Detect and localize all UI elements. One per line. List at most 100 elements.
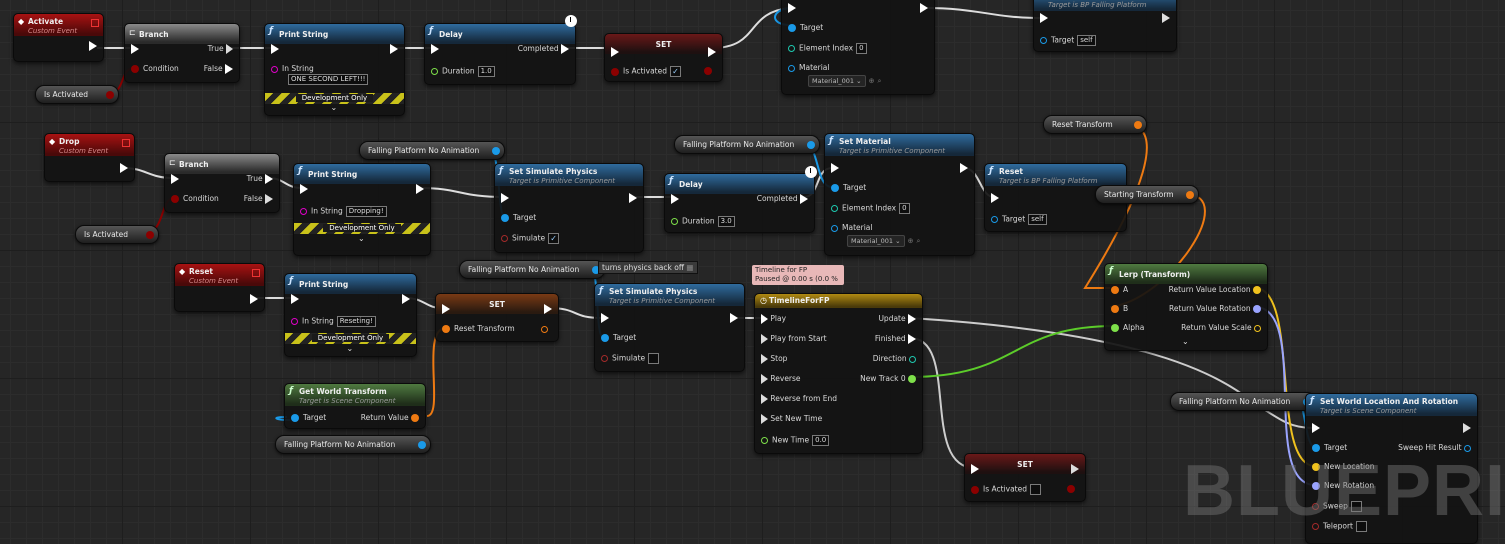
int-pin[interactable] xyxy=(788,45,795,52)
reset-icon[interactable]: ⊕ xyxy=(868,77,875,85)
exec-in-pin[interactable] xyxy=(171,174,179,184)
teleport-pin[interactable] xyxy=(1312,523,1319,530)
exec-out-pin[interactable] xyxy=(120,163,128,173)
object-pin[interactable] xyxy=(418,440,426,449)
reverse-from-end-pin[interactable] xyxy=(761,394,768,404)
target-input[interactable]: self xyxy=(1028,214,1047,225)
in-string-input[interactable]: Reseting! xyxy=(336,316,376,327)
exec-false-pin[interactable] xyxy=(225,64,233,74)
reverse-pin[interactable] xyxy=(761,374,768,384)
exec-in-pin[interactable] xyxy=(300,184,308,194)
sweep-hit-pin[interactable] xyxy=(1464,444,1471,452)
condition-pin[interactable] xyxy=(131,65,139,73)
new-time-input[interactable]: 0.0 xyxy=(812,435,830,446)
string-pin[interactable] xyxy=(300,208,307,215)
material-dropdown[interactable]: Material_001 ⌄ xyxy=(847,235,905,247)
exec-out-pin[interactable] xyxy=(1162,13,1170,23)
condition-pin[interactable] xyxy=(171,195,179,203)
string-pin[interactable] xyxy=(271,65,278,73)
string-pin[interactable] xyxy=(291,318,298,325)
stop-pin[interactable] xyxy=(761,354,768,364)
chevron-down-icon[interactable]: ⌄ xyxy=(330,103,338,112)
exec-in-pin[interactable] xyxy=(442,304,450,314)
bool-pin[interactable] xyxy=(611,67,619,76)
new-track-pin[interactable] xyxy=(908,375,916,383)
exec-out-pin[interactable] xyxy=(89,41,97,51)
var-falling-platform[interactable]: Falling Platform No Animation xyxy=(674,135,820,154)
exec-in-pin[interactable] xyxy=(431,44,439,54)
exec-in-pin[interactable] xyxy=(131,44,139,54)
exec-out-pin[interactable] xyxy=(730,313,738,323)
var-is-activated[interactable]: Is Activated xyxy=(75,225,159,244)
exec-out-pin[interactable] xyxy=(402,294,410,304)
branch-node[interactable]: ⊏Branch True Condition False xyxy=(124,23,240,83)
location-pin[interactable] xyxy=(1312,463,1320,471)
transform-pin[interactable] xyxy=(442,325,450,333)
exec-in-pin[interactable] xyxy=(291,294,299,304)
object-pin[interactable] xyxy=(291,414,299,422)
object-pin[interactable] xyxy=(501,214,509,222)
exec-in-pin[interactable] xyxy=(611,47,619,57)
delegate-pin[interactable] xyxy=(122,139,130,147)
float-pin[interactable] xyxy=(671,218,678,225)
exec-out-pin[interactable] xyxy=(561,44,569,54)
object-pin[interactable] xyxy=(1312,444,1320,452)
object-pin[interactable] xyxy=(807,140,815,149)
rotation-out-pin[interactable] xyxy=(1253,305,1261,313)
delegate-pin[interactable] xyxy=(91,19,99,27)
scale-out-pin[interactable] xyxy=(1254,324,1261,332)
bool-out-pin[interactable] xyxy=(1067,485,1075,493)
material-pin[interactable] xyxy=(831,224,838,232)
object-pin[interactable] xyxy=(991,216,998,223)
var-starting-transform[interactable]: Starting Transform xyxy=(1095,185,1199,204)
bool-pin[interactable] xyxy=(106,90,114,99)
b-pin[interactable] xyxy=(1111,305,1119,313)
object-pin[interactable] xyxy=(492,146,500,155)
object-pin[interactable] xyxy=(788,24,796,32)
exec-out-pin[interactable] xyxy=(1463,423,1471,433)
simulate-checkbox[interactable]: ✓ xyxy=(548,233,560,244)
exec-out-pin[interactable] xyxy=(250,294,258,304)
sweep-checkbox[interactable] xyxy=(1350,501,1362,512)
var-falling-platform[interactable]: Falling Platform No Animation xyxy=(459,260,605,279)
a-pin[interactable] xyxy=(1111,286,1119,294)
sweep-pin[interactable] xyxy=(1312,503,1319,510)
target-input[interactable]: self xyxy=(1077,35,1096,46)
float-pin[interactable] xyxy=(761,437,768,444)
exec-out-pin[interactable] xyxy=(800,194,808,204)
duration-input[interactable]: 3.0 xyxy=(717,216,735,227)
object-pin[interactable] xyxy=(601,334,609,342)
chevron-down-icon[interactable]: ⌄ xyxy=(346,344,354,353)
branch-node[interactable]: ⊏Branch True Condition False xyxy=(164,153,280,213)
exec-in-pin[interactable] xyxy=(601,313,609,323)
search-icon[interactable]: ⌕ xyxy=(916,237,921,245)
set-is-activated-node[interactable]: SET Is Activated✓ xyxy=(604,33,723,82)
exec-in-pin[interactable] xyxy=(501,193,509,203)
play-from-start-pin[interactable] xyxy=(761,334,768,344)
transform-out-pin[interactable] xyxy=(411,414,419,422)
exec-out-pin[interactable] xyxy=(390,44,398,54)
chevron-down-icon[interactable]: ⌄ xyxy=(1182,337,1189,346)
finished-pin[interactable] xyxy=(908,334,916,344)
exec-out-pin[interactable] xyxy=(416,184,424,194)
exec-in-pin[interactable] xyxy=(671,194,679,204)
alpha-pin[interactable] xyxy=(1111,324,1119,332)
var-is-activated[interactable]: Is Activated xyxy=(35,85,119,104)
var-falling-platform[interactable]: Falling Platform No Animation xyxy=(359,141,505,160)
int-pin[interactable] xyxy=(831,205,838,212)
bool-out-pin[interactable] xyxy=(704,67,712,75)
var-falling-platform[interactable]: Falling Platform No Animation xyxy=(275,435,431,454)
element-index-input[interactable]: 0 xyxy=(899,203,910,214)
update-pin[interactable] xyxy=(908,314,916,324)
